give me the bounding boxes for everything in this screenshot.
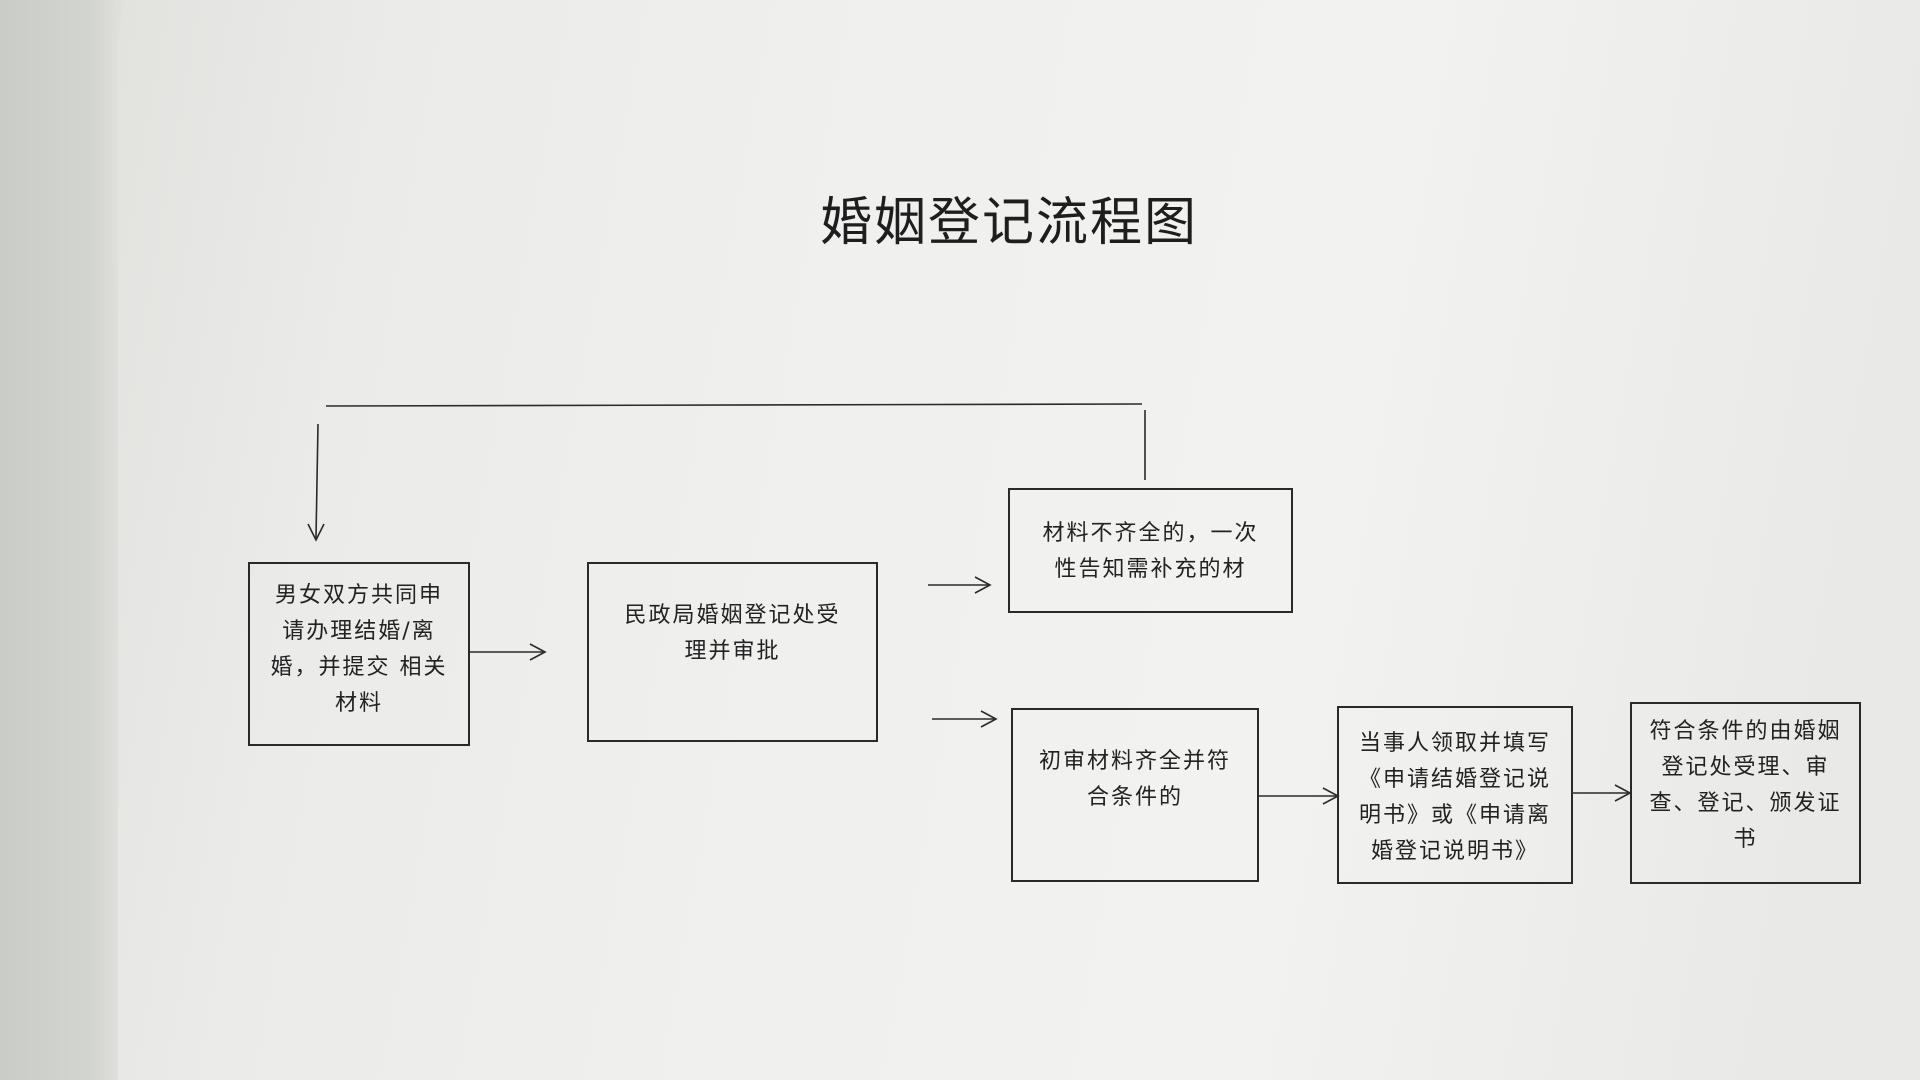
step-incomplete-text: 材料不齐全的，一次性告知需补充的材 [1042, 521, 1259, 582]
paper-shadow-edge [0, 0, 118, 1080]
step-complete-box: 初审材料齐全并符合条件的 [1011, 708, 1259, 882]
loop-top-line [325, 403, 1143, 407]
loop-arrowhead [307, 523, 325, 542]
step-fill-form-box: 当事人领取并填写《申请结婚登记说明书》或《申请离婚登记说明书》 [1337, 706, 1573, 884]
step-complete-text: 初审材料齐全并符合条件的 [1038, 749, 1231, 810]
step-apply-box: 男女双方共同申请办理结婚/离婚，并提交 相关材料 [248, 562, 470, 746]
arrow-fill-issue-head [1614, 784, 1632, 802]
step-issue-text: 符合条件的由婚姻登记处受理、审查、登记、颁发证书 [1649, 719, 1842, 852]
step-bureau-box: 民政局婚姻登记处受理并审批 [587, 562, 878, 742]
step-bureau-text: 民政局婚姻登记处受理并审批 [624, 603, 841, 664]
arrow-bureau-complete-head [980, 710, 998, 728]
arrow-complete-fill-head [1322, 787, 1340, 805]
loop-down-line [315, 423, 319, 539]
diagram-title: 婚姻登记流程图 [820, 193, 1199, 253]
step-issue-box: 符合条件的由婚姻登记处受理、审查、登记、颁发证书 [1630, 702, 1861, 884]
step-apply-text: 男女双方共同申请办理结婚/离婚，并提交 相关材料 [270, 583, 448, 716]
step-incomplete-box: 材料不齐全的，一次性告知需补充的材 [1008, 488, 1293, 613]
arrow-apply-bureau-head [529, 643, 547, 661]
step-fill-form-text: 当事人领取并填写《申请结婚登记说明书》或《申请离婚登记说明书》 [1358, 731, 1551, 864]
arrow-bureau-incomplete-head [974, 576, 992, 594]
